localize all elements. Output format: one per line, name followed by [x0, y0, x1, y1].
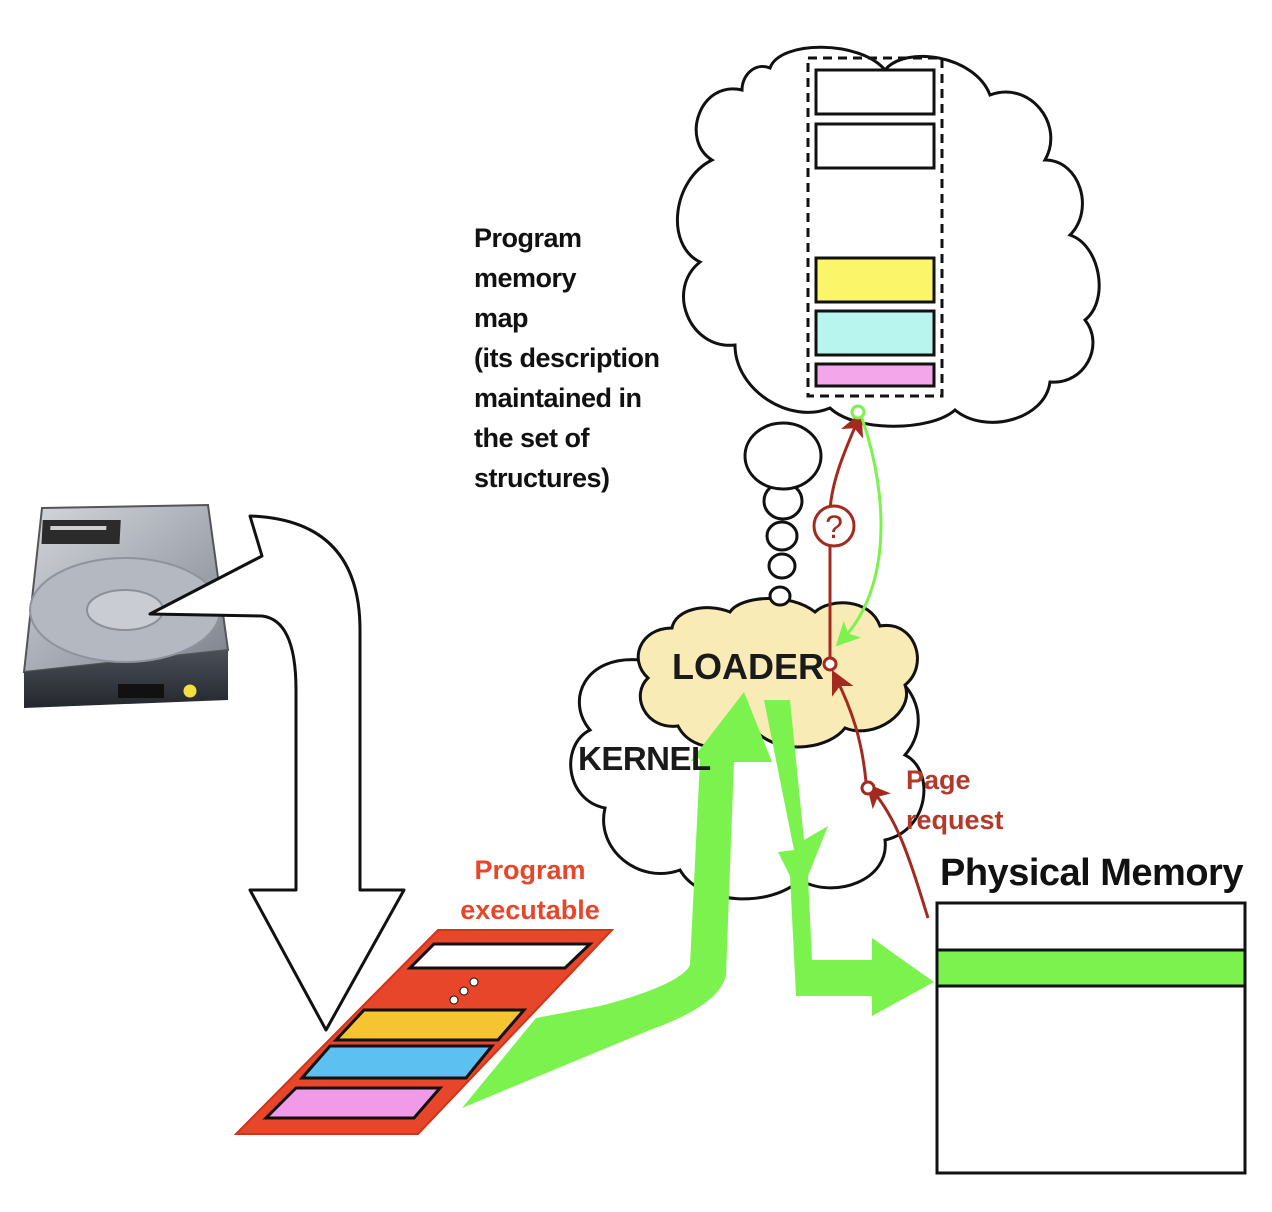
- ellipsis-dot: [449, 995, 459, 1005]
- thought-bubbles: [743, 421, 823, 607]
- map-segment-yellow: [814, 256, 936, 304]
- map-segment-empty: [814, 122, 936, 170]
- question-mark: ?: [825, 509, 843, 545]
- description-line: structures): [474, 463, 610, 493]
- map-segment-empty: [814, 68, 936, 116]
- kernel-label: KERNEL: [578, 740, 711, 777]
- load-from-disk-arrow: [148, 514, 406, 1032]
- physical-memory-page: [935, 948, 1247, 988]
- page-request-line: Page: [906, 765, 971, 795]
- page-request-arrow: [866, 783, 930, 919]
- description-line: maintained in: [474, 383, 642, 413]
- loader-to-memory-arrow: [764, 700, 934, 1016]
- executable-label-line: Program: [474, 855, 586, 885]
- exe-segment-yellow: [332, 1008, 528, 1042]
- request-arrows: ?: [812, 404, 930, 919]
- exe-segment-pink: [262, 1086, 444, 1120]
- page-request-label: Page request: [906, 760, 1004, 840]
- map-segment-pink: [814, 362, 936, 388]
- ellipsis-dot: [469, 977, 479, 987]
- loader-label: LOADER: [672, 646, 824, 687]
- exe-segment-blue: [298, 1044, 496, 1080]
- exe-segment-empty: [406, 942, 594, 970]
- physical-memory-label: Physical Memory: [940, 852, 1243, 894]
- description-line: memory: [474, 263, 577, 293]
- program-executable-label: Program executable: [430, 850, 630, 930]
- description-line: map: [474, 303, 529, 333]
- green-flow-arrows: [462, 692, 934, 1108]
- page-request-line: request: [906, 805, 1004, 835]
- program-executable: [233, 929, 615, 1135]
- memory-map: [806, 56, 944, 398]
- description-line: the set of: [474, 423, 590, 453]
- executable-label-line: executable: [460, 895, 600, 925]
- map-response-arrow: [835, 417, 883, 647]
- physical-memory: [935, 901, 1247, 1175]
- description-line: Program: [474, 223, 582, 253]
- ellipsis-dot: [459, 986, 469, 996]
- memory-map-description: Program memory map (its description main…: [474, 218, 704, 498]
- executable-to-loader-arrow: [462, 692, 772, 1108]
- question-circle: [812, 504, 856, 548]
- description-line: (its description: [474, 343, 660, 373]
- map-segment-cyan: [814, 309, 936, 357]
- loader-request-arrow: [831, 669, 868, 783]
